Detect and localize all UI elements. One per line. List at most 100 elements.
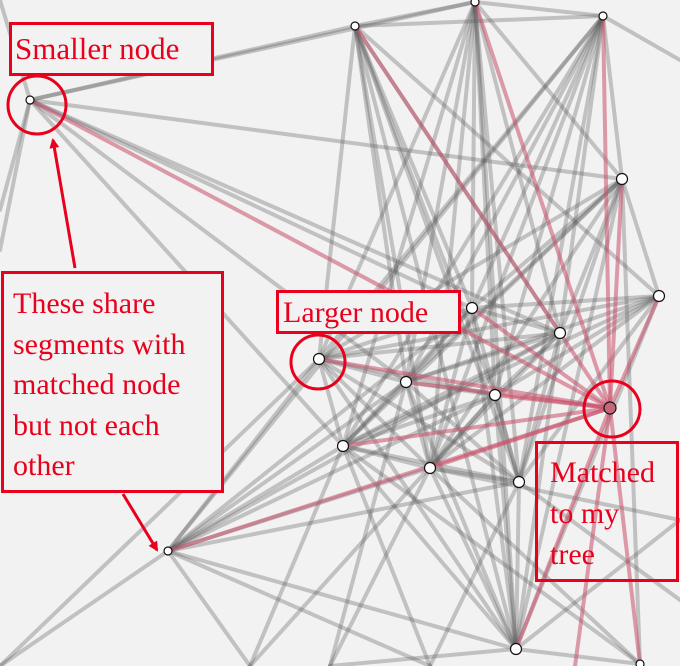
graph-node <box>25 95 35 105</box>
graph-edge <box>404 380 432 470</box>
graph-edge <box>353 24 521 484</box>
graph-edge <box>473 0 624 181</box>
graph-edge <box>166 306 474 553</box>
graph-edge <box>353 14 605 28</box>
graph-edge <box>514 518 680 651</box>
matched-edge <box>601 14 612 410</box>
arrow-to-smaller-node <box>49 138 77 269</box>
arrow-to-lower-node <box>121 493 159 552</box>
matched-edge <box>493 393 612 410</box>
graph-edge <box>0 98 32 212</box>
graph-edge <box>473 0 562 335</box>
graph-edge <box>493 393 521 484</box>
graph-node <box>312 352 326 366</box>
graph-node <box>465 301 479 315</box>
graph-edge <box>0 357 321 666</box>
graph-edge <box>166 380 408 553</box>
graph-edge <box>341 294 661 448</box>
graph-edge <box>601 14 680 62</box>
graph-edge <box>166 549 432 666</box>
graph-edge <box>428 466 518 651</box>
graph-edge <box>470 14 605 310</box>
graph-edge <box>317 357 521 484</box>
graph-node <box>615 172 629 186</box>
graph-edge <box>470 306 518 651</box>
graph-edge <box>517 14 605 484</box>
graph-node <box>652 289 666 303</box>
smaller-node-highlight-circle <box>6 74 68 136</box>
graph-edge <box>341 444 432 666</box>
graph-edge <box>404 306 474 384</box>
matched-edge <box>341 406 612 448</box>
graph-edge <box>317 331 562 361</box>
graph-node <box>399 375 413 389</box>
graph-edge <box>28 0 477 102</box>
matched-edge <box>514 406 612 651</box>
smaller-node-label: Smaller node <box>9 22 214 76</box>
matched-node-highlight-circle <box>582 379 642 439</box>
matched-edge <box>608 294 661 410</box>
graph-node <box>423 461 437 475</box>
graph-edge <box>601 14 624 181</box>
graph-edge <box>328 466 432 666</box>
annotation-overlays <box>6 74 642 552</box>
graph-edge <box>0 98 32 252</box>
graph-node <box>509 642 523 656</box>
graph-edge <box>166 549 252 666</box>
graph-nodes <box>25 0 666 666</box>
graph-node <box>350 21 360 31</box>
graph-edge <box>166 393 497 553</box>
graph-edge <box>514 331 562 651</box>
larger-node-label: Larger node <box>276 290 461 334</box>
graph-edge <box>166 357 321 553</box>
graph-edge <box>493 14 605 397</box>
graph-node <box>598 11 608 21</box>
graph-edge <box>328 647 518 666</box>
larger-node-highlight-circle <box>289 333 347 391</box>
graph-edge <box>28 98 474 310</box>
graph-edge <box>353 24 474 310</box>
matched-edge <box>608 406 642 666</box>
graph-edge <box>353 0 477 28</box>
graph-edge <box>473 0 605 18</box>
graph-edge <box>341 393 497 448</box>
graph-node <box>336 439 350 453</box>
graph-edge <box>428 294 661 470</box>
matched-edge <box>28 98 612 410</box>
graph-edge <box>517 331 562 484</box>
graph-edge <box>248 444 345 666</box>
graph-node <box>553 326 567 340</box>
graph-edge <box>317 357 518 651</box>
graph-edge <box>317 294 661 361</box>
graph-node <box>470 0 480 7</box>
graph-edge <box>28 98 562 335</box>
graph-edge <box>341 14 605 448</box>
graph-edge <box>404 331 562 384</box>
graph-edge <box>428 466 521 484</box>
graph-edge <box>514 480 521 651</box>
graph-edge <box>428 0 477 470</box>
graph-edge <box>28 98 408 384</box>
graph-edge <box>248 393 497 666</box>
graph-edge <box>28 98 624 181</box>
graph-edge <box>328 380 408 666</box>
graph-edge <box>341 177 624 448</box>
graph-edge <box>341 444 432 470</box>
graph-edge <box>404 380 521 484</box>
graph-edge <box>470 306 562 335</box>
matched-edge <box>353 24 612 410</box>
graph-edge <box>428 14 605 470</box>
graph-edge <box>341 0 477 448</box>
matched-node <box>603 401 617 415</box>
graph-node <box>512 475 526 489</box>
graph-edge <box>493 294 661 397</box>
matched-edge <box>608 177 624 410</box>
graph-edge <box>166 14 605 553</box>
graph-edge <box>166 549 518 651</box>
graph-edge <box>620 177 661 298</box>
matched-edge <box>470 306 612 410</box>
graph-node <box>488 388 502 402</box>
